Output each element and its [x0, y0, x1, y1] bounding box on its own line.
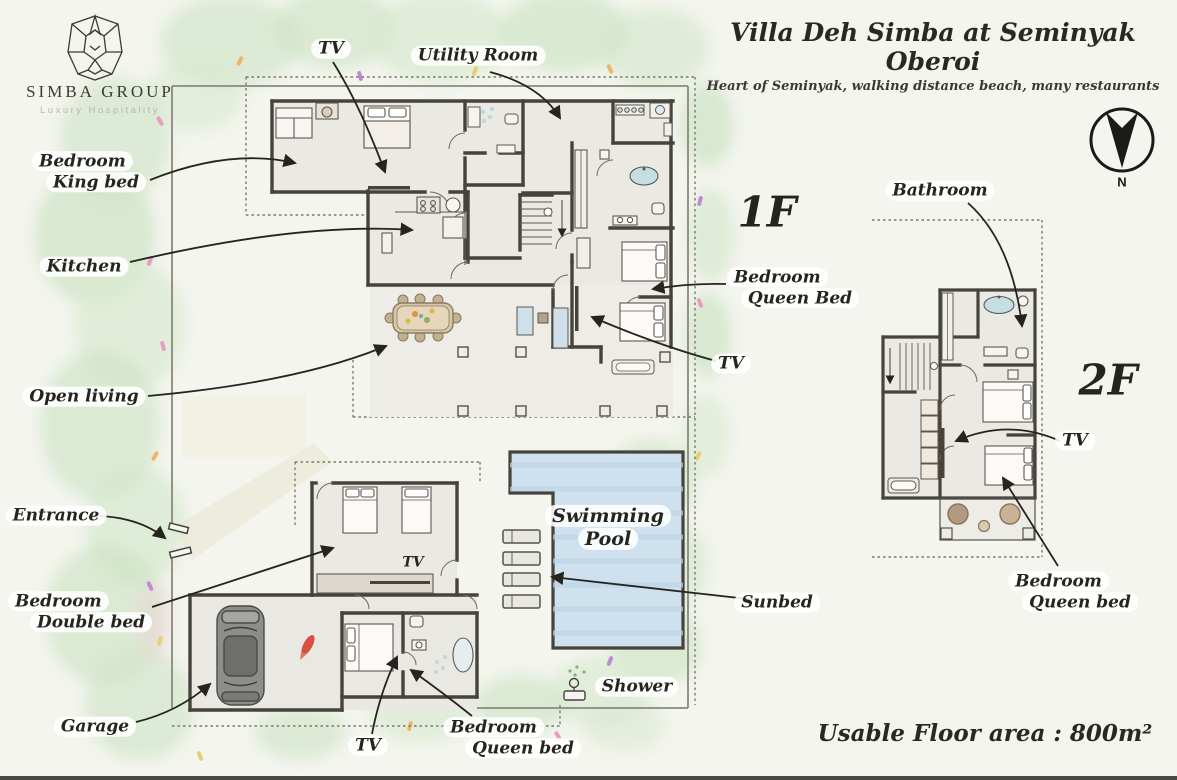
brand-name: SIMBA GROUP [26, 82, 174, 101]
label-kitchen: Kitchen [39, 256, 129, 278]
label-sunbed: Sunbed [734, 592, 820, 614]
label-utility-room: Utility Room [410, 45, 546, 67]
compass-icon [1089, 107, 1155, 173]
label-tv-bottom: TV [348, 735, 388, 757]
stairs-1f [520, 200, 567, 245]
koi-fish [300, 635, 315, 661]
label-bedroom-queen-right: Bedroom Queen Bed [726, 267, 860, 308]
label-tv-right: TV [711, 353, 751, 375]
bathroom-right-fixtures [574, 149, 665, 229]
label-shower: Shower [594, 676, 680, 698]
open-living-furniture [384, 293, 655, 375]
queen-bedrooms-1f [575, 237, 668, 342]
building-1f [270, 99, 675, 417]
wardrobe-2f [887, 292, 954, 494]
brand-block: SIMBA GROUP Luxury Hospitality [10, 8, 190, 116]
garden-paths [174, 395, 332, 560]
kitchen-fixtures [381, 196, 466, 265]
label-bedroom-king: Bedroom King bed [32, 151, 146, 192]
terrace-columns [457, 346, 671, 417]
garage-car [216, 605, 265, 706]
label-bathroom-2f: Bathroom [885, 180, 995, 202]
sunbeds [502, 529, 541, 609]
bottom-edge-line [0, 776, 1177, 780]
brand-tagline: Luxury Hospitality [40, 105, 160, 116]
building-2f [881, 288, 1037, 541]
label-tv-2f: TV [1055, 430, 1095, 452]
usable-area-note: Usable Floor area : 800m² [817, 720, 1153, 747]
label-bedroom-queen-bottom: Bedroom Queen bed [443, 717, 581, 758]
outdoor-shower-icon [563, 665, 586, 701]
terrace-2f [939, 497, 1036, 541]
label-tv-top: TV [311, 38, 351, 60]
building-lower [188, 481, 479, 712]
walls-1f [270, 99, 675, 364]
double-bedroom-furniture [316, 486, 434, 594]
label-swimming-pool: Swimming Pool [545, 504, 671, 551]
entrance-door [167, 522, 193, 559]
label-entrance: Entrance [5, 505, 107, 527]
lion-logo-icon [67, 13, 123, 81]
page-title: Villa Deh Simba at Seminyak Oberoi [730, 18, 1136, 76]
small-bedroom-bath-fixtures [344, 615, 474, 674]
compass-north-label: N [1117, 174, 1127, 190]
label-garage: Garage [53, 716, 137, 738]
label-open-living: Open living [22, 386, 146, 408]
stairs-2f [885, 343, 938, 390]
label-tv-inside-room: TV [402, 554, 424, 571]
utility-room-fixtures [615, 102, 673, 137]
walls-2f [881, 288, 1037, 500]
bathroom-2f-fixtures [983, 295, 1029, 380]
label-bedroom-double: Bedroom Double bed [7, 591, 153, 632]
page-subtitle: Heart of Seminyak, walking distance beac… [706, 79, 1160, 94]
walls-lower [188, 481, 479, 712]
door-arcs-lower [316, 482, 478, 666]
annotation-arrows [99, 61, 1061, 735]
label-floor-2f: 2F [1078, 355, 1138, 405]
header-block: Villa Deh Simba at Seminyak Oberoi Heart… [692, 18, 1174, 94]
king-bedroom-furniture [275, 102, 411, 190]
label-bedroom-queen-2f: Bedroom Queen bed [1008, 571, 1138, 612]
label-floor-1f: 1F [737, 187, 797, 237]
door-arcs [429, 132, 641, 314]
bathroom-top-fixtures [467, 106, 519, 154]
